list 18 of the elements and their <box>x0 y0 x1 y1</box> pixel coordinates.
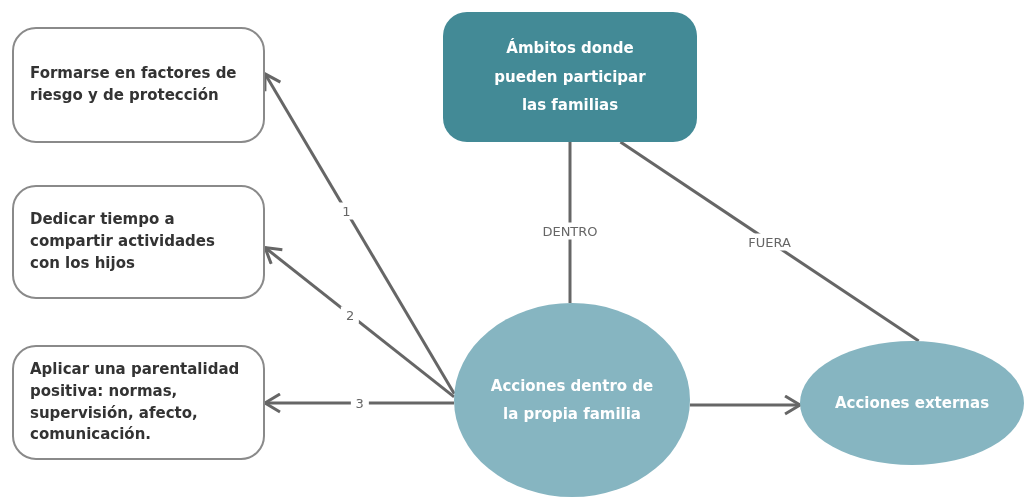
node-text: Acciones externas <box>834 392 990 414</box>
edge-label: 2 <box>340 306 360 324</box>
arrow <box>263 72 456 395</box>
node-text: Dedicar tiempo a compartir actividades con los hijos <box>30 209 216 274</box>
text-box <box>12 27 265 143</box>
text-box <box>12 185 265 299</box>
edge-label: 1 <box>337 202 356 220</box>
connector-line <box>619 140 920 343</box>
node-text: Ámbitos donde pueden participar las familias <box>493 37 647 117</box>
connector-line <box>568 142 572 303</box>
text-box <box>12 345 265 460</box>
heading-box <box>443 12 697 142</box>
arrow <box>689 394 802 416</box>
arrow <box>263 246 455 399</box>
node-text: Formarse en factores de riesgo y de protección <box>30 63 238 106</box>
node-text: Aplicar una parentalidad positiva: normas, supervisión, afecto, comunicación. <box>30 359 241 446</box>
arrow <box>263 392 455 414</box>
node-text: Acciones dentro de la propia familia <box>489 375 655 425</box>
